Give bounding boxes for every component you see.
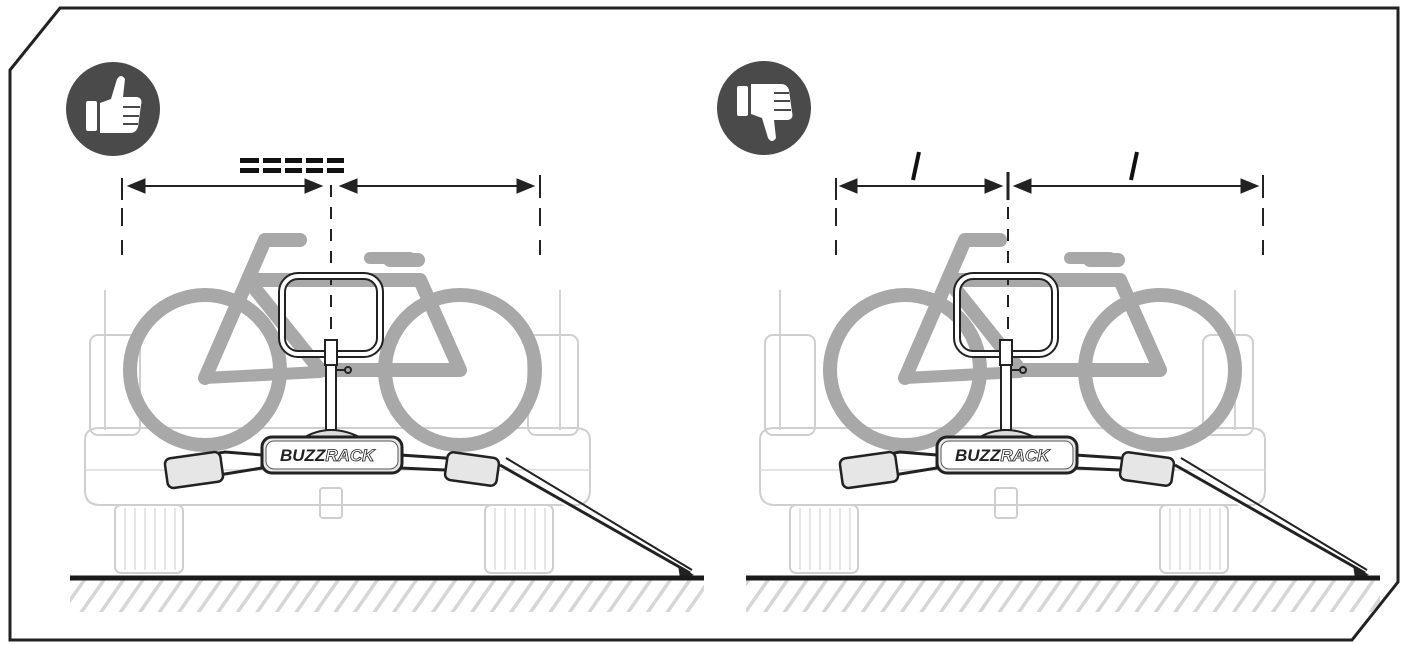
rack-logo-left: BUZZRACK — [280, 446, 376, 465]
thumbs-up-icon — [65, 61, 161, 157]
outer-frame — [8, 6, 1400, 642]
measurement-right — [835, 172, 1264, 255]
panel-correct: BUZZRACK — [65, 61, 704, 612]
thumbs-down-icon — [716, 60, 812, 156]
measurement-left — [121, 175, 541, 255]
ground-hatch-right — [746, 580, 1380, 612]
rack-logo-right: BUZZRACK — [955, 446, 1051, 465]
ground-hatch-left — [70, 580, 704, 612]
panel-incorrect: BUZZRACK — [716, 60, 1380, 612]
unequal-tick-marks — [911, 151, 1139, 181]
equal-sign-mark — [240, 156, 344, 175]
bicycle-right — [830, 240, 1235, 445]
